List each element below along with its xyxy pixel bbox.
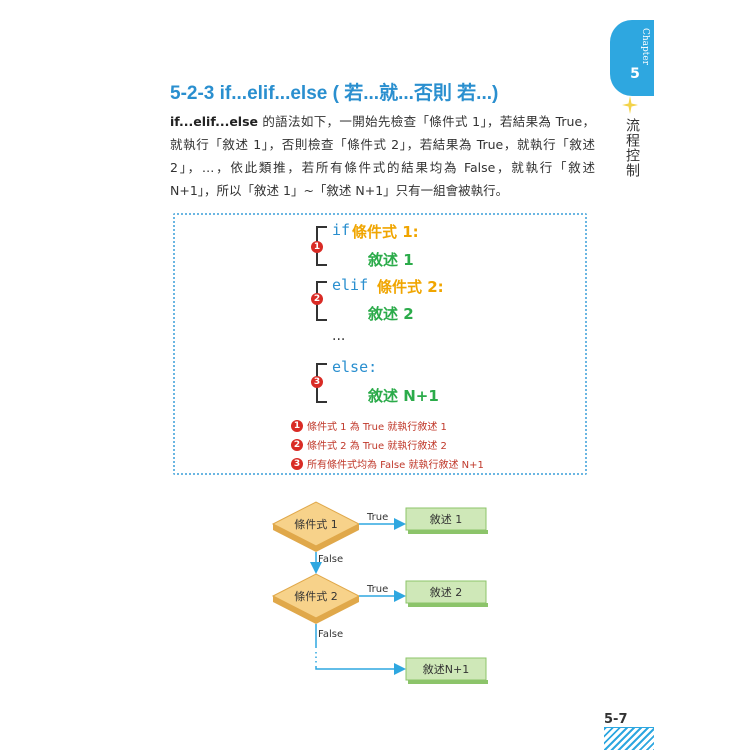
note-1: 1 條件式 1 為 True 就執行敘述 1 [291, 418, 447, 433]
chapter-tab [610, 20, 654, 96]
true-label-1: True [366, 512, 388, 523]
chapter-name: 流程控制 [624, 118, 640, 178]
chapter-number: 5 [630, 66, 640, 82]
note-badge-3: 3 [291, 458, 303, 470]
decision-diamond-1: 條件式 1 [271, 501, 361, 552]
statement-label-2: 敘述 2 [430, 585, 463, 599]
false-label-1: False [318, 554, 343, 565]
if-condition: 條件式 1: [352, 223, 419, 241]
section-heading: 5-2-3 if...elif...else ( 若...就...否則 若...… [170, 83, 499, 104]
decision-label-2: 條件式 2 [294, 589, 338, 603]
elif-statement: 敘述 2 [368, 305, 414, 323]
if-statement: 敘述 1 [368, 251, 414, 269]
else-keyword: else: [332, 358, 378, 376]
decision-label-1: 條件式 1 [294, 517, 338, 531]
syntax-box [173, 213, 587, 475]
intro-paragraph: if...elif...else 的語法如下，一開始先檢查「條件式 1」，若結果… [170, 110, 595, 202]
code-ellipsis: ... [332, 328, 346, 344]
note-text-3: 所有條件式均為 False 就執行敘述 N+1 [307, 460, 484, 471]
sparkle-icon [622, 96, 638, 114]
note-badge-2: 2 [291, 439, 303, 451]
statement-box-1: 敘述 1 [405, 507, 488, 534]
elif-keyword: elif [332, 276, 369, 294]
note-text-2: 條件式 2 為 True 就執行敘述 2 [307, 441, 447, 452]
page-stripe-decoration [604, 728, 654, 750]
note-2: 2 條件式 2 為 True 就執行敘述 2 [291, 437, 447, 452]
badge-2: 2 [311, 293, 323, 305]
elif-condition: 條件式 2: [377, 278, 444, 296]
if-keyword: if [332, 221, 351, 239]
badge-3: 3 [311, 376, 323, 388]
statement-box-2: 敘述 2 [405, 580, 488, 607]
else-statement: 敘述 N+1 [368, 387, 439, 405]
note-badge-1: 1 [291, 420, 303, 432]
paragraph-keyword: if...elif...else [170, 114, 259, 129]
chapter-word: Chapter [640, 28, 650, 66]
note-3: 3 所有條件式均為 False 就執行敘述 N+1 [291, 456, 484, 471]
paragraph-text: 的語法如下，一開始先檢查「條件式 1」，若結果為 True，就執行「敘述 1」，… [170, 114, 595, 198]
statement-box-n: 敘述N+1 [405, 657, 488, 684]
statement-label-n: 敘述N+1 [423, 662, 469, 676]
badge-1: 1 [311, 241, 323, 253]
false-label-2: False [318, 629, 343, 640]
page-number: 5-7 [604, 712, 628, 727]
true-label-2: True [366, 584, 388, 595]
note-text-1: 條件式 1 為 True 就執行敘述 1 [307, 422, 447, 433]
decision-diamond-2: 條件式 2 [271, 573, 361, 624]
statement-label-1: 敘述 1 [430, 512, 463, 526]
else-arrow [315, 663, 406, 675]
page-number-rule [604, 727, 654, 728]
